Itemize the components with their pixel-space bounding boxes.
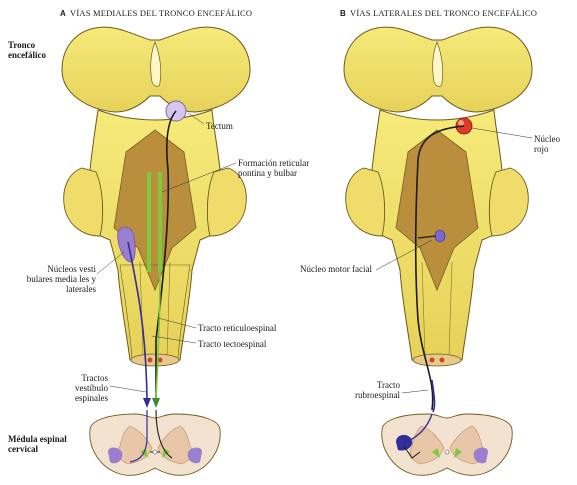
panel-b-title-text: VÍAS LATERALES DEL TRONCO ENCEFÁLICO [350, 8, 537, 18]
label-tronco-encefalico: Tronco encefálico [8, 40, 68, 60]
label-tractos-vestibuloespinales: Tractos vestíbulo espinales [62, 373, 108, 403]
panel-b-brainstem [344, 27, 532, 366]
label-nucleo-motor-facial: Núcleo motor facial [300, 264, 372, 274]
panel-a-spinal-cord [90, 410, 220, 475]
panel-a-title-text: VÍAS MEDIALES DEL TRONCO ENCEFÁLICO [70, 8, 252, 18]
facial-motor-nucleus [435, 230, 445, 242]
panel-a-letter: A [60, 9, 66, 18]
reticular-formation-bar [147, 172, 151, 272]
panel-a-title: A VÍAS MEDIALES DEL TRONCO ENCEFÁLICO [60, 8, 252, 19]
label-tectum: Tectum [206, 121, 233, 131]
reticular-formation-bar [158, 172, 162, 272]
label-tracto-tectoespinal: Tracto tectoespinal [198, 339, 266, 349]
panel-a-brainstem [62, 27, 250, 366]
panel-b-spinal-cord [382, 414, 512, 475]
label-nucleos-vestibulares: Núcleos vesti bulares media les y latera… [20, 264, 96, 294]
panel-b-letter: B [340, 9, 346, 18]
label-medula-espinal-cervical: Médula espinal cervical [8, 434, 84, 454]
label-nucleo-rojo: Núcleo rojo [534, 134, 570, 154]
label-tracto-reticuloespinal: Tracto reticuloespinal [198, 323, 276, 333]
panel-b-title: B VÍAS LATERALES DEL TRONCO ENCEFÁLICO [340, 8, 537, 19]
label-formacion-reticular: Formación reticular pontina y bulbar [238, 158, 318, 178]
label-tracto-rubroespinal: Tracto rubroespinal [346, 380, 400, 400]
